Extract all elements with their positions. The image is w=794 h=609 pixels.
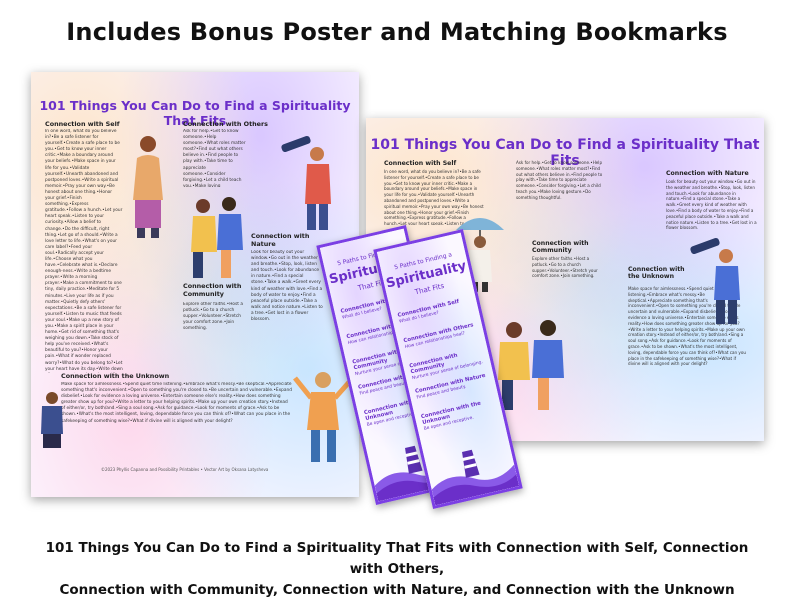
heading-connection-self: Connection with Self (45, 120, 120, 128)
text-connection-nature: Look for beauty out your window.•Go out … (251, 250, 323, 323)
hugging-people-illustration (191, 197, 243, 278)
text-connection-nature: Look for beauty out your window.•Go out … (666, 179, 757, 231)
hugging-people-illustration (498, 320, 564, 410)
heading-connection-others: Connection with Others (183, 120, 268, 128)
caption-line-2: Connection with Community, Connection wi… (59, 582, 735, 598)
poster-title: 101 Things You Can Do to Find a Spiritua… (39, 98, 351, 128)
dancing-person-illustration (293, 372, 353, 462)
text-connection-others: Ask for help.•Get to know someone.•Help … (183, 129, 246, 187)
heading-connection-nature: Connection with Nature (251, 232, 310, 248)
text-connection-others: Ask for help.•Get to know someone.•Help … (516, 160, 603, 200)
bookmark: 5 Paths to Finding a Spirituality That F… (373, 229, 523, 509)
heading-connection-unknown: Connection with the Unknown (628, 266, 685, 280)
headline: Includes Bonus Poster and Matching Bookm… (66, 18, 728, 46)
heading-connection-nature: Connection with Nature (666, 170, 749, 177)
lighthouse-icon (374, 445, 463, 502)
telescope-person-illustration (281, 135, 331, 230)
poster-left: 101 Things You Can Do to Find a Spiritua… (31, 72, 359, 497)
credit-line: ©2023 Phyllis Capanna and Possibility Pr… (101, 467, 269, 472)
text-connection-unknown: Make space for aimlessness.•Spend quiet … (628, 286, 746, 367)
heading-connection-community: Connection with Community (532, 240, 589, 254)
person-illustration (133, 136, 163, 238)
heading-connection-community: Connection with Community (183, 282, 242, 298)
lighthouse-icon (431, 449, 520, 506)
heading-connection-unknown: Connection with the Unknown (61, 372, 170, 380)
text-connection-community: Explore other faiths.•Host a potluck.•Go… (183, 302, 243, 332)
heading-connection-self: Connection with Self (384, 160, 457, 167)
poster-title: 101 Things You Can Do to Find a Spiritua… (370, 137, 760, 169)
caption: 101 Things You Can Do to Find a Spiritua… (30, 538, 764, 601)
text-connection-self: In one word, what do you believe in?•Be … (384, 169, 484, 225)
telescope-person-illustration (690, 237, 740, 324)
text-connection-self: In one word, what do you believe in?•Be … (45, 129, 123, 373)
text-connection-community: Explore other faiths.•Host a potluck.•Go… (532, 256, 598, 279)
text-connection-unknown: Make space for aimlessness.•Spend quiet … (61, 382, 292, 424)
caption-line-1: 101 Things You Can Do to Find a Spiritua… (45, 540, 749, 577)
bookmark: 5 Paths to Finding a Spirituality That F… (316, 225, 466, 505)
reading-person-illustration (41, 392, 63, 448)
